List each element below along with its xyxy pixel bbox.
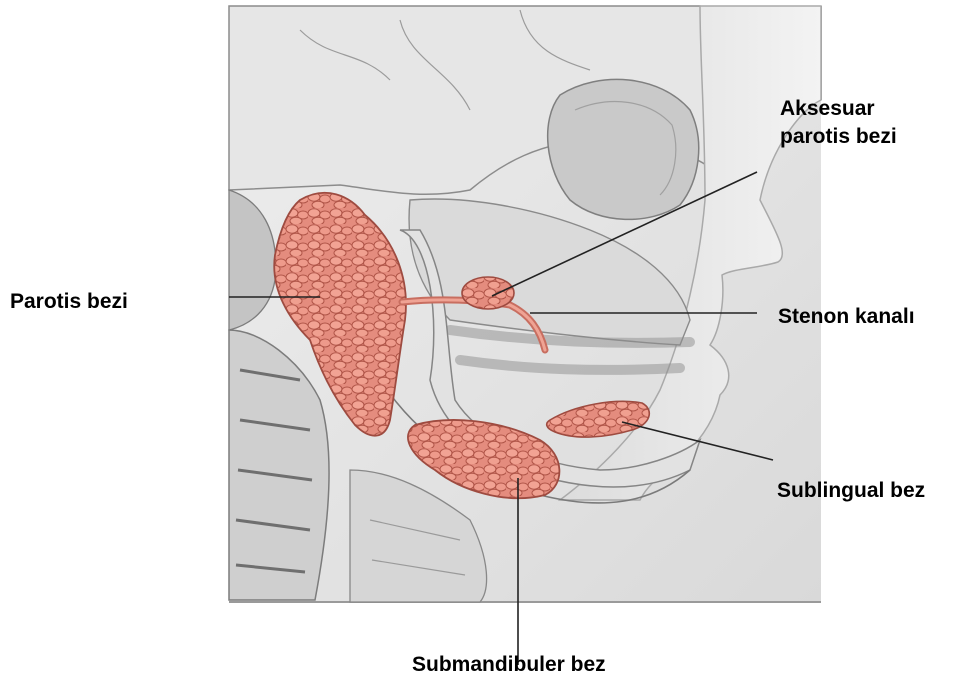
label-sublingual-bez: Sublingual bez [777,477,925,505]
label-aksesuar-line1: Aksesuar [780,95,897,123]
label-stenon-kanali: Stenon kanalı [778,303,915,331]
accessory-parotid-gland [462,277,514,309]
label-aksesuar-parotis-bezi: Aksesuar parotis bezi [780,95,897,151]
label-submandibuler-bez: Submandibuler bez [412,651,606,679]
eye-orbit [548,79,699,219]
label-aksesuar-line2: parotis bezi [780,123,897,151]
label-parotis-bezi: Parotis bezi [10,288,128,316]
